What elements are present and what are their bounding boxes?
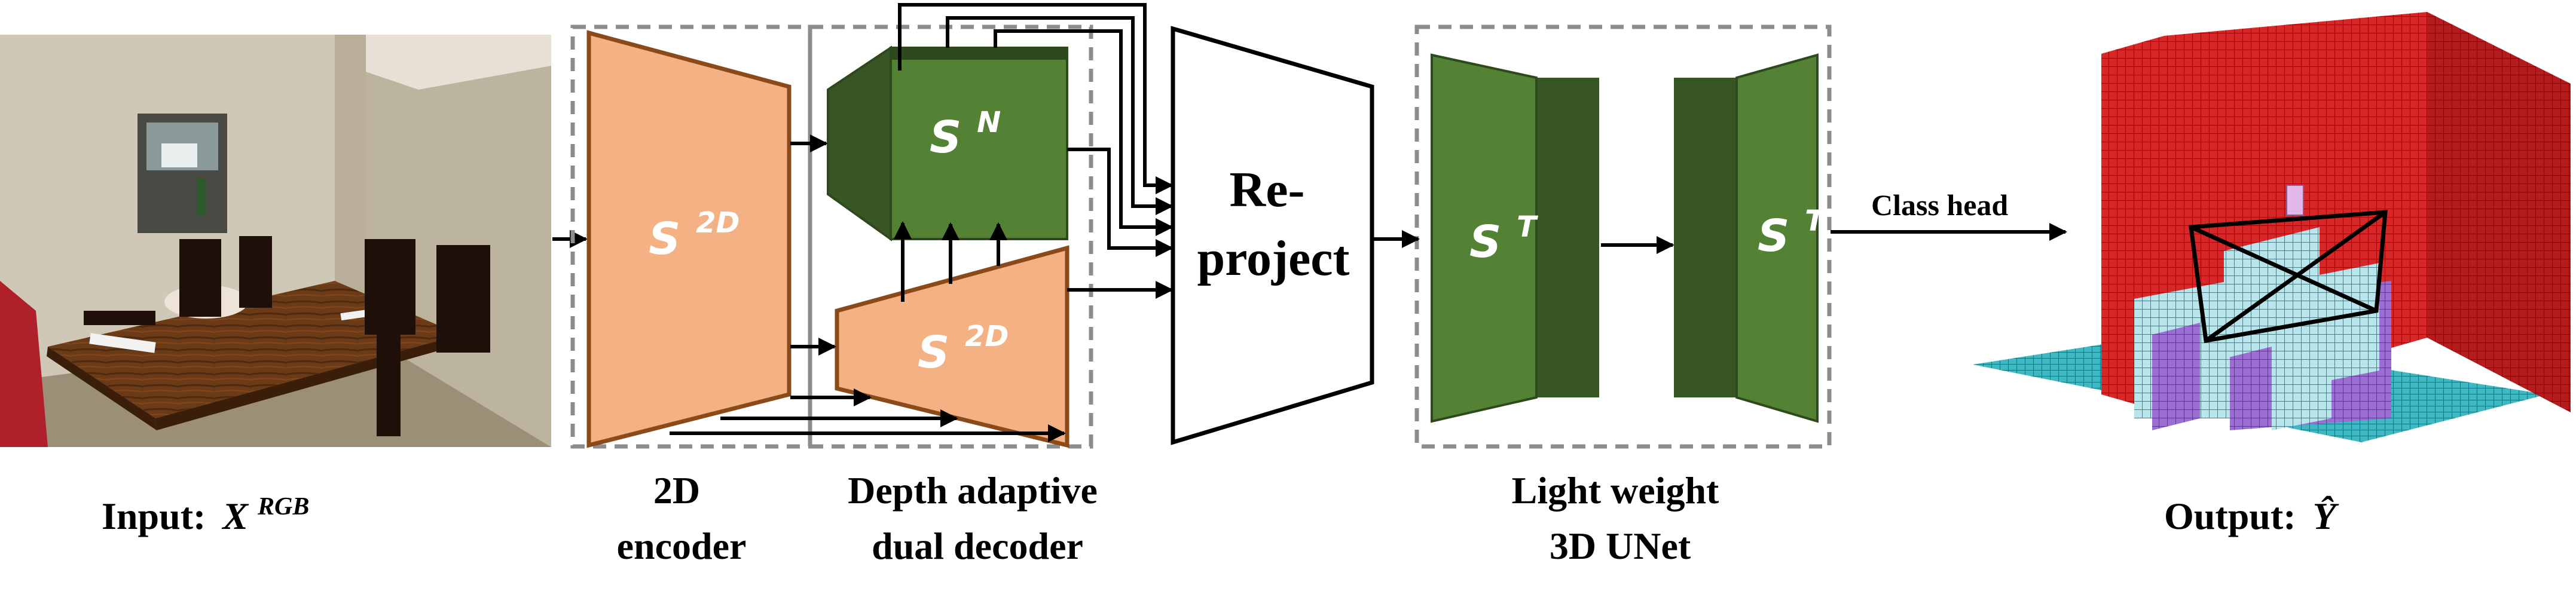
output-symbol: Ŷ bbox=[2313, 495, 2339, 537]
decoder-dashed-box bbox=[808, 25, 1093, 449]
unet-encoder-symbol-sup: T bbox=[1517, 210, 1538, 244]
svg-text:Re- project: Re- project bbox=[1197, 162, 1350, 286]
svg-text:S 2D: S 2D bbox=[649, 206, 740, 265]
decoder-caption-line1: Depth adaptive bbox=[848, 469, 1098, 512]
unet-caption-line1: Light weight bbox=[1512, 469, 1719, 512]
reproject-line2: project bbox=[1197, 231, 1350, 286]
encoder-symbol: S bbox=[649, 213, 680, 265]
depth-decoder-symbol-sup: 2D bbox=[965, 320, 1009, 353]
output-voxel-scene bbox=[1973, 12, 2571, 442]
svg-text:S 2D: S 2D bbox=[918, 320, 1009, 378]
normal-decoder-block bbox=[827, 45, 1068, 241]
unet-encoder-block bbox=[1431, 53, 1599, 423]
svg-text:S T: S T bbox=[1469, 210, 1538, 268]
encoder-block bbox=[586, 30, 792, 448]
svg-text:Light weight 3D UNet: Light weight 3D UNet bbox=[1512, 469, 1729, 567]
encoder-dashed-box bbox=[570, 25, 812, 449]
depth-decoder-symbol: S bbox=[918, 327, 949, 378]
unet-decoder-symbol: S bbox=[1758, 210, 1789, 262]
svg-text:S N: S N bbox=[930, 106, 1001, 163]
encoder-caption-line2: encoder bbox=[617, 525, 747, 567]
unet-decoder-symbol-sup: T bbox=[1805, 204, 1826, 238]
depth-to-normal-arrows bbox=[894, 221, 1007, 302]
unet-caption-line2: 3D UNet bbox=[1550, 525, 1691, 567]
svg-text:Input: X RGB: Input: X RGB bbox=[102, 493, 309, 537]
reproject-block bbox=[1171, 26, 1374, 445]
decoder-to-reproject-arrows bbox=[898, 3, 1174, 299]
class-head-label: Class head bbox=[1871, 188, 2008, 222]
depth-decoder-block bbox=[835, 245, 1069, 448]
svg-text:2D encoder: 2D encoder bbox=[617, 469, 747, 567]
input-symbol: X bbox=[221, 495, 249, 537]
output-label: Output: bbox=[2164, 495, 2296, 537]
encoder-caption-line1: 2D bbox=[653, 469, 700, 512]
svg-text:Output: Ŷ: Output: Ŷ bbox=[2164, 495, 2339, 537]
normal-decoder-symbol-sup: N bbox=[977, 106, 1001, 139]
decoder-caption-line2: dual decoder bbox=[872, 525, 1083, 567]
input-photo bbox=[0, 35, 551, 447]
input-symbol-sup: RGB bbox=[257, 493, 309, 521]
unet-decoder-block bbox=[1674, 53, 1819, 423]
encoder-symbol-sup: 2D bbox=[696, 206, 740, 240]
normal-decoder-symbol: S bbox=[930, 112, 961, 163]
input-label: Input: bbox=[102, 495, 206, 537]
unet-encoder-symbol: S bbox=[1469, 216, 1501, 268]
svg-text:S T: S T bbox=[1758, 204, 1826, 262]
reproject-line1: Re- bbox=[1230, 162, 1305, 218]
encoder-skip-arrows bbox=[670, 134, 1066, 442]
svg-text:Depth adaptive dual decode: Depth adaptive dual decoder bbox=[848, 469, 1107, 567]
